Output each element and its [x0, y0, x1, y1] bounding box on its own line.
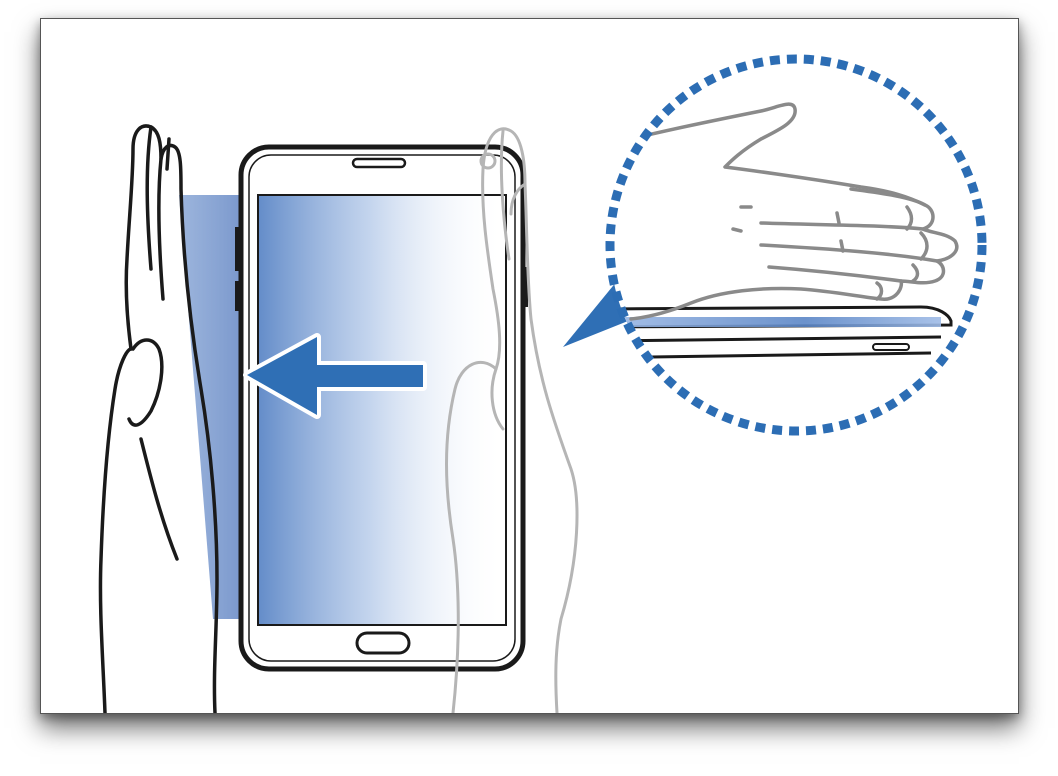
- phone: [235, 144, 528, 672]
- phone-side-buttons: [235, 227, 528, 311]
- home-button: [355, 631, 411, 655]
- faded-hand-start-position: [445, 127, 579, 713]
- palm-swipe-illustration: [98, 54, 987, 713]
- zoom-phone-side: [610, 305, 953, 359]
- illustration-frame: [40, 18, 1019, 714]
- zoom-detail: [605, 54, 987, 436]
- swipe-light-band: [179, 195, 253, 619]
- zoom-hand: [629, 102, 959, 321]
- phone-screen: [257, 194, 507, 626]
- hand-end-position: [98, 124, 219, 713]
- phone-speaker: [351, 157, 407, 169]
- left-arrow-icon: [243, 333, 427, 419]
